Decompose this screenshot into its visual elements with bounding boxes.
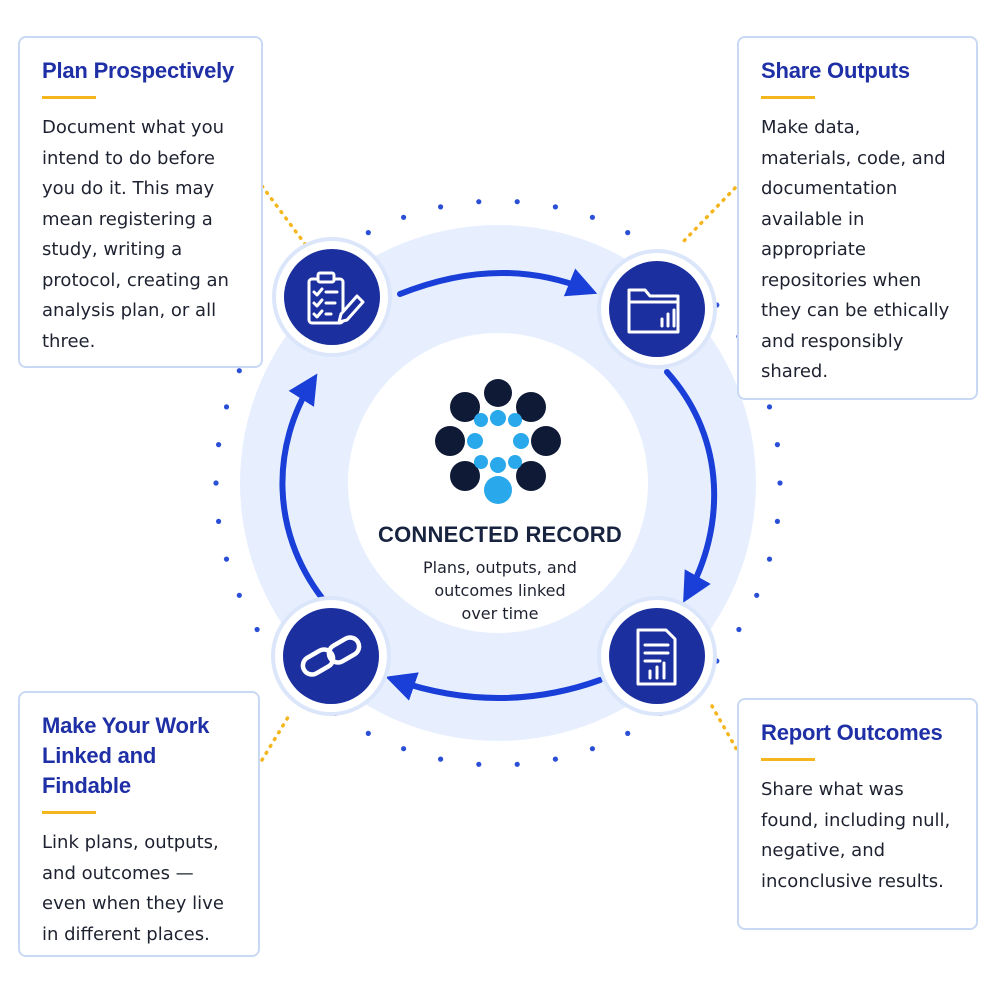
ring-dot <box>625 730 631 737</box>
title-underline <box>761 758 815 761</box>
clipboard-checklist-icon <box>307 271 365 325</box>
ring-dot <box>365 230 371 236</box>
card-plan-prospectively: Plan Prospectively Document what you int… <box>18 36 263 368</box>
title-underline <box>761 96 815 99</box>
report-document-icon <box>636 628 677 686</box>
card-make-work-linked: Make Your Work Linked and Findable Link … <box>18 691 260 957</box>
node-share[interactable] <box>597 249 717 369</box>
ring-dot <box>216 518 222 525</box>
connector-share <box>679 186 737 246</box>
ring-dot <box>774 518 781 525</box>
gold-connectors <box>260 184 739 762</box>
arrow-linked-to-plan <box>279 373 325 601</box>
connector-linked <box>260 712 292 762</box>
ring-dot <box>213 480 219 486</box>
ring-dot <box>236 592 242 598</box>
ring-dot <box>552 204 559 210</box>
ring-dot <box>438 204 444 210</box>
title-underline <box>42 96 96 99</box>
ring-dot <box>476 199 482 205</box>
ring-dot <box>552 756 559 762</box>
card-body: Share what was found, including null, ne… <box>761 779 951 892</box>
ring-dot <box>216 442 222 448</box>
card-title: Share Outputs <box>761 58 910 83</box>
folder-chart-icon <box>627 288 680 334</box>
card-body: Link plans, outputs, and outcomes — even… <box>42 832 224 945</box>
card-title: Report Outcomes <box>761 720 943 745</box>
ring-dot <box>223 404 230 410</box>
arrow-share-to-report <box>664 369 718 603</box>
ring-dot <box>625 230 631 236</box>
connector-report <box>710 704 739 752</box>
ring-dot <box>236 368 242 374</box>
ring-dot <box>777 480 783 486</box>
card-body: Make data, materials, code, and document… <box>761 117 950 382</box>
ring-dot <box>766 556 773 562</box>
center-title: CONNECTED RECORD <box>378 522 622 547</box>
node-linked[interactable] <box>271 596 391 716</box>
ring-dot <box>774 442 781 448</box>
node-report[interactable] <box>597 596 717 716</box>
ring-dot <box>514 199 520 205</box>
card-title: Plan Prospectively <box>42 58 235 83</box>
card-title: Make Your Work Linked and Findable <box>42 713 210 798</box>
node-plan[interactable] <box>272 237 392 357</box>
card-report-outcomes: Report Outcomes Share what was found, in… <box>737 698 978 930</box>
arrow-plan-to-share <box>397 268 598 297</box>
ring-dot <box>736 626 742 633</box>
network-logo-icon <box>435 379 561 504</box>
ring-dot <box>476 761 482 767</box>
ring-dot <box>514 761 520 767</box>
cycle-arrows <box>279 268 718 701</box>
ring-dot <box>754 592 760 598</box>
card-share-outputs: Share Outputs Make data, materials, code… <box>737 36 978 400</box>
ring-dot <box>589 746 596 752</box>
ring-dot <box>365 730 371 737</box>
center-subtitle: Plans, outputs, and outcomes linked over… <box>423 558 577 623</box>
title-underline <box>42 811 96 814</box>
ring-dot <box>766 404 773 410</box>
ring-dot <box>401 214 407 220</box>
ring-dot <box>438 756 444 762</box>
ring-dot <box>254 626 260 633</box>
ring-dot <box>223 556 230 562</box>
chain-link-icon <box>300 635 362 677</box>
arrow-report-to-linked <box>385 672 603 701</box>
card-body: Document what you intend to do before yo… <box>42 117 229 352</box>
connector-plan <box>260 184 307 246</box>
ring-dot <box>401 746 407 752</box>
ring-dot <box>589 214 596 220</box>
